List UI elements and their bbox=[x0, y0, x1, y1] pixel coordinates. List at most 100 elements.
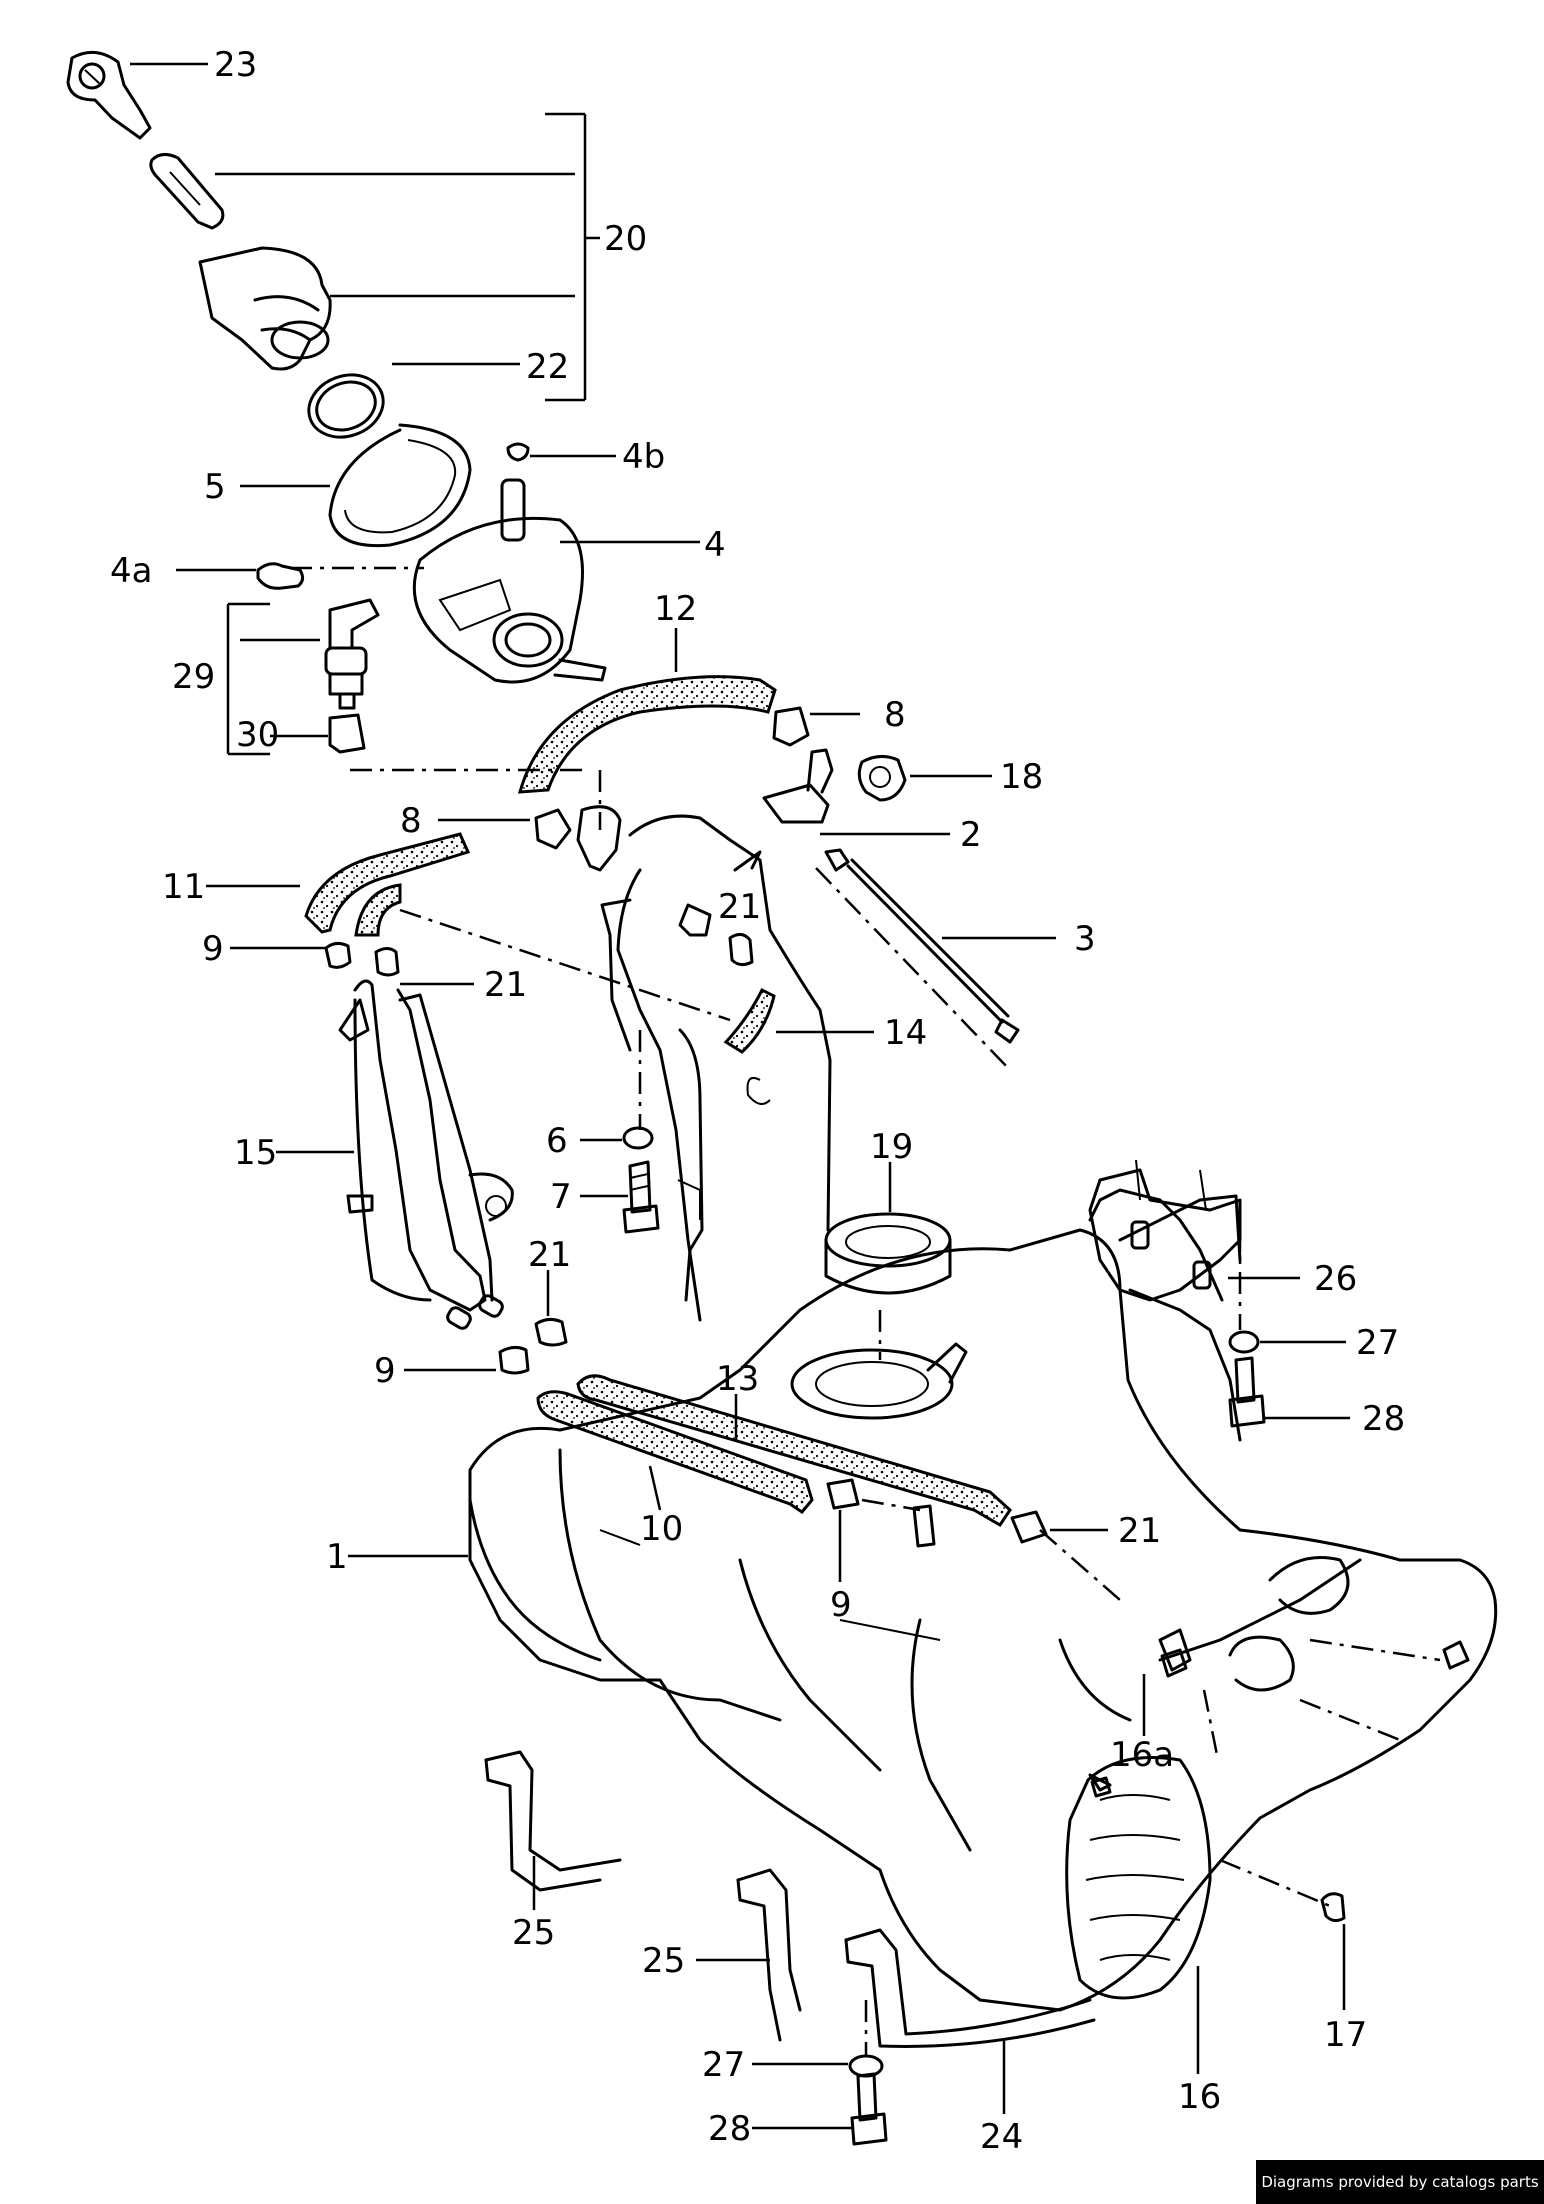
strap-25a bbox=[484, 1750, 622, 1892]
label-11: 11 bbox=[162, 867, 205, 907]
label-12: 12 bbox=[654, 589, 697, 629]
screw-4a bbox=[256, 562, 305, 590]
label-21c: 21 bbox=[528, 1235, 571, 1275]
label-28b: 28 bbox=[708, 2109, 751, 2149]
assembly-lines bbox=[290, 566, 1441, 2056]
bracket-26 bbox=[1088, 1159, 1242, 1302]
label-27a: 27 bbox=[1356, 1323, 1399, 1363]
cap-8b bbox=[534, 808, 572, 850]
hose-14 bbox=[723, 987, 776, 1054]
label-9a: 9 bbox=[202, 929, 224, 969]
clamp-9a bbox=[324, 941, 352, 969]
label-16: 16 bbox=[1178, 2077, 1221, 2117]
bolt-28a bbox=[1228, 1356, 1266, 1428]
label-9c: 9 bbox=[830, 1585, 852, 1625]
seal-ring-22-inner bbox=[315, 380, 377, 432]
label-8a: 8 bbox=[884, 695, 906, 735]
washer-6 bbox=[622, 1126, 654, 1150]
sender-flange bbox=[790, 1342, 968, 1420]
screw-small bbox=[1090, 1776, 1112, 1798]
clamp-9b bbox=[498, 1345, 530, 1375]
label-8b: 8 bbox=[400, 801, 422, 841]
label-4a: 4a bbox=[110, 551, 152, 591]
lock-cylinder-part bbox=[149, 153, 225, 230]
label-15: 15 bbox=[234, 1133, 277, 1173]
label-25a: 25 bbox=[512, 1913, 555, 1953]
label-30: 30 bbox=[236, 715, 279, 755]
filler-neck-4 bbox=[412, 478, 607, 684]
bracket-20 bbox=[215, 112, 600, 402]
label-10: 10 bbox=[640, 1509, 683, 1549]
footer-credit: Diagrams provided by catalogs parts bbox=[1256, 2160, 1544, 2204]
clamp-21b bbox=[728, 933, 754, 967]
label-3: 3 bbox=[1074, 919, 1096, 959]
sensor-2 bbox=[762, 748, 834, 824]
fitting-9c bbox=[912, 1504, 936, 1548]
fitting-cap bbox=[576, 805, 622, 872]
hose-12 bbox=[517, 675, 777, 794]
fuel-sender-16 bbox=[1065, 1628, 1212, 2000]
leader-lines bbox=[130, 62, 1350, 2130]
label-17: 17 bbox=[1324, 2015, 1367, 2055]
label-21a: 21 bbox=[484, 965, 527, 1005]
strap-24 bbox=[844, 1928, 1096, 2048]
label-18: 18 bbox=[1000, 757, 1043, 797]
label-21b: 21 bbox=[718, 887, 761, 927]
label-28a: 28 bbox=[1362, 1399, 1405, 1439]
fuel-tank-1 bbox=[468, 1188, 1498, 2012]
label-22: 22 bbox=[526, 347, 569, 387]
label-25b: 25 bbox=[642, 1941, 685, 1981]
label-14: 14 bbox=[884, 1013, 927, 1053]
washer-27b bbox=[848, 2054, 884, 2078]
filter-canister-15 bbox=[338, 979, 514, 1330]
clamp-ring-5 bbox=[328, 423, 472, 548]
label-26: 26 bbox=[1314, 1259, 1357, 1299]
sender-cable-3 bbox=[824, 848, 1020, 1044]
label-21d: 21 bbox=[1118, 1511, 1161, 1551]
clamp-21c bbox=[534, 1317, 568, 1347]
cap-8a bbox=[772, 706, 810, 747]
washer-27a bbox=[1228, 1330, 1260, 1354]
nut-18 bbox=[857, 755, 907, 802]
label-2: 2 bbox=[960, 815, 982, 855]
clamp-21d bbox=[1010, 1510, 1048, 1544]
label-6: 6 bbox=[546, 1121, 568, 1161]
bracket-29 bbox=[226, 602, 320, 756]
clip-17 bbox=[1320, 1892, 1346, 1923]
part-number-labels: 23 20 22 5 4b 4 4a 29 30 12 8 18 8 2 11 … bbox=[110, 45, 1405, 2157]
label-7: 7 bbox=[550, 1177, 572, 1217]
hose-11 bbox=[304, 832, 471, 934]
bolt-7 bbox=[622, 1160, 660, 1234]
label-5: 5 bbox=[204, 467, 226, 507]
nut-30 bbox=[328, 713, 366, 754]
label-16a: 16a bbox=[1110, 1735, 1174, 1775]
label-1: 1 bbox=[326, 1537, 348, 1577]
key-part bbox=[66, 50, 152, 140]
hose-13 bbox=[576, 1374, 1012, 1528]
strap-25b bbox=[736, 1868, 802, 2042]
seal-ring-22 bbox=[307, 373, 385, 439]
valve-29 bbox=[324, 598, 380, 710]
bolt-28b bbox=[850, 2072, 888, 2146]
label-24: 24 bbox=[980, 2117, 1023, 2157]
clamp-9c bbox=[826, 1478, 860, 1510]
filler-pipe bbox=[600, 814, 832, 1322]
label-20: 20 bbox=[604, 219, 647, 259]
label-29: 29 bbox=[172, 657, 215, 697]
label-9b: 9 bbox=[374, 1351, 396, 1391]
clamp-21a bbox=[374, 947, 400, 977]
label-27b: 27 bbox=[702, 2045, 745, 2085]
screw-4b bbox=[506, 442, 530, 462]
hose-10 bbox=[536, 1390, 814, 1514]
label-4b: 4b bbox=[622, 437, 665, 477]
label-19: 19 bbox=[870, 1127, 913, 1167]
fitting-16a bbox=[1160, 1648, 1188, 1678]
fitting-21 bbox=[678, 903, 712, 937]
hose-11b bbox=[354, 883, 402, 937]
label-23: 23 bbox=[214, 45, 257, 85]
grommet-right bbox=[1442, 1640, 1470, 1670]
label-4: 4 bbox=[704, 525, 726, 565]
label-13: 13 bbox=[716, 1359, 759, 1399]
filler-cap-part bbox=[198, 246, 332, 371]
